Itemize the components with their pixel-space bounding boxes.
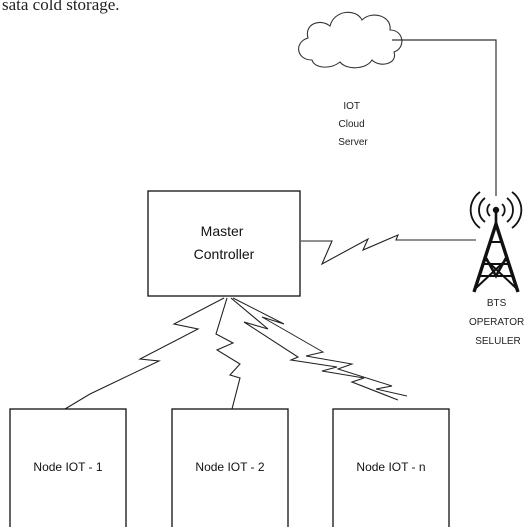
master-bts-wireless-link <box>301 233 476 266</box>
cloud-label: IOT Cloud Server <box>338 101 368 148</box>
node-label-2: Node IOT - 2 <box>195 460 264 474</box>
node-label-n: Node IOT - n <box>356 460 425 474</box>
bts-tower-icon <box>472 213 520 293</box>
master-controller-label: Master Controller <box>194 223 255 262</box>
node-box-n <box>332 408 450 527</box>
header-fragment: sata cold storage. <box>2 0 120 14</box>
cloud-icon <box>298 11 403 69</box>
cloud-label-line: IOT <box>343 101 360 112</box>
bts-label-line: SELULER <box>475 336 521 347</box>
master-label-line: Master <box>201 223 244 239</box>
wireless-link-node-1 <box>54 297 225 416</box>
cloud-bts-link <box>392 39 497 196</box>
wireless-link-node-2 <box>215 297 241 410</box>
bts-label: BTS OPERATOR SELULER <box>469 298 527 347</box>
signal-waves-icon <box>469 191 523 229</box>
bts-label-line: BTS <box>487 298 507 309</box>
cloud-label-line: Cloud <box>339 119 365 130</box>
wireless-link-node-n-secondary <box>232 297 408 397</box>
node-box-1 <box>9 408 127 527</box>
wireless-link-node-n <box>230 297 399 401</box>
cloud-label-line: Server <box>338 137 368 148</box>
master-label-line: Controller <box>194 246 255 262</box>
master-controller-box <box>147 190 301 297</box>
node-label-1: Node IOT - 1 <box>33 460 102 474</box>
node-box-2 <box>171 408 289 527</box>
bts-label-line: OPERATOR <box>469 317 524 328</box>
